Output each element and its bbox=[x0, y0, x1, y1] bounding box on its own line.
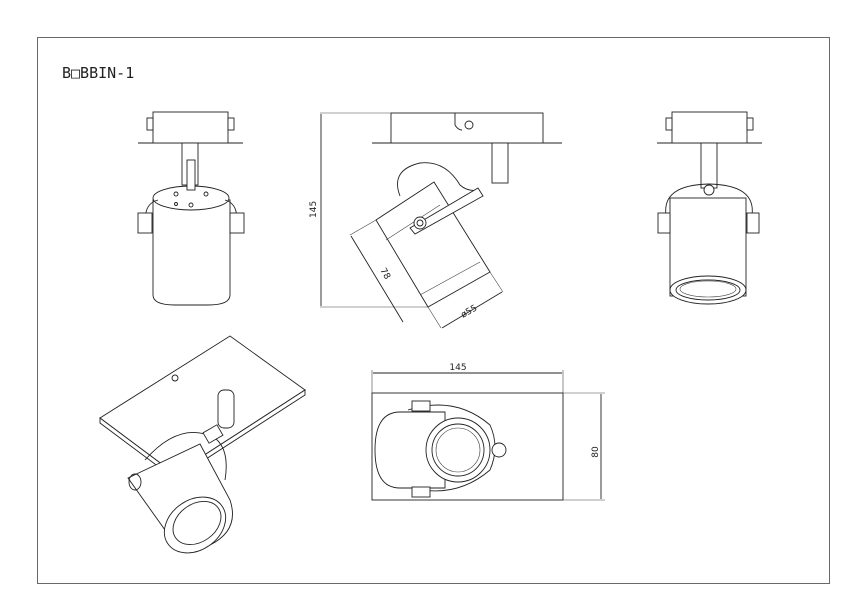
dimension-length-label: 78 bbox=[377, 267, 392, 282]
dimension-depth-label: 80 bbox=[591, 446, 601, 458]
product-title: B□BBIN-1 bbox=[62, 64, 134, 82]
dimension-diameter-label: ø55 bbox=[460, 303, 480, 320]
rear-view bbox=[657, 111, 762, 305]
drawing-frame bbox=[37, 37, 830, 584]
isometric-view bbox=[99, 335, 306, 554]
dimension-width-label: 145 bbox=[449, 363, 466, 373]
top-view: 145 80 bbox=[371, 363, 605, 501]
dimension-height-label: 145 bbox=[309, 201, 319, 218]
side-view: 145 78 ø55 bbox=[309, 112, 562, 329]
front-view bbox=[137, 111, 245, 306]
